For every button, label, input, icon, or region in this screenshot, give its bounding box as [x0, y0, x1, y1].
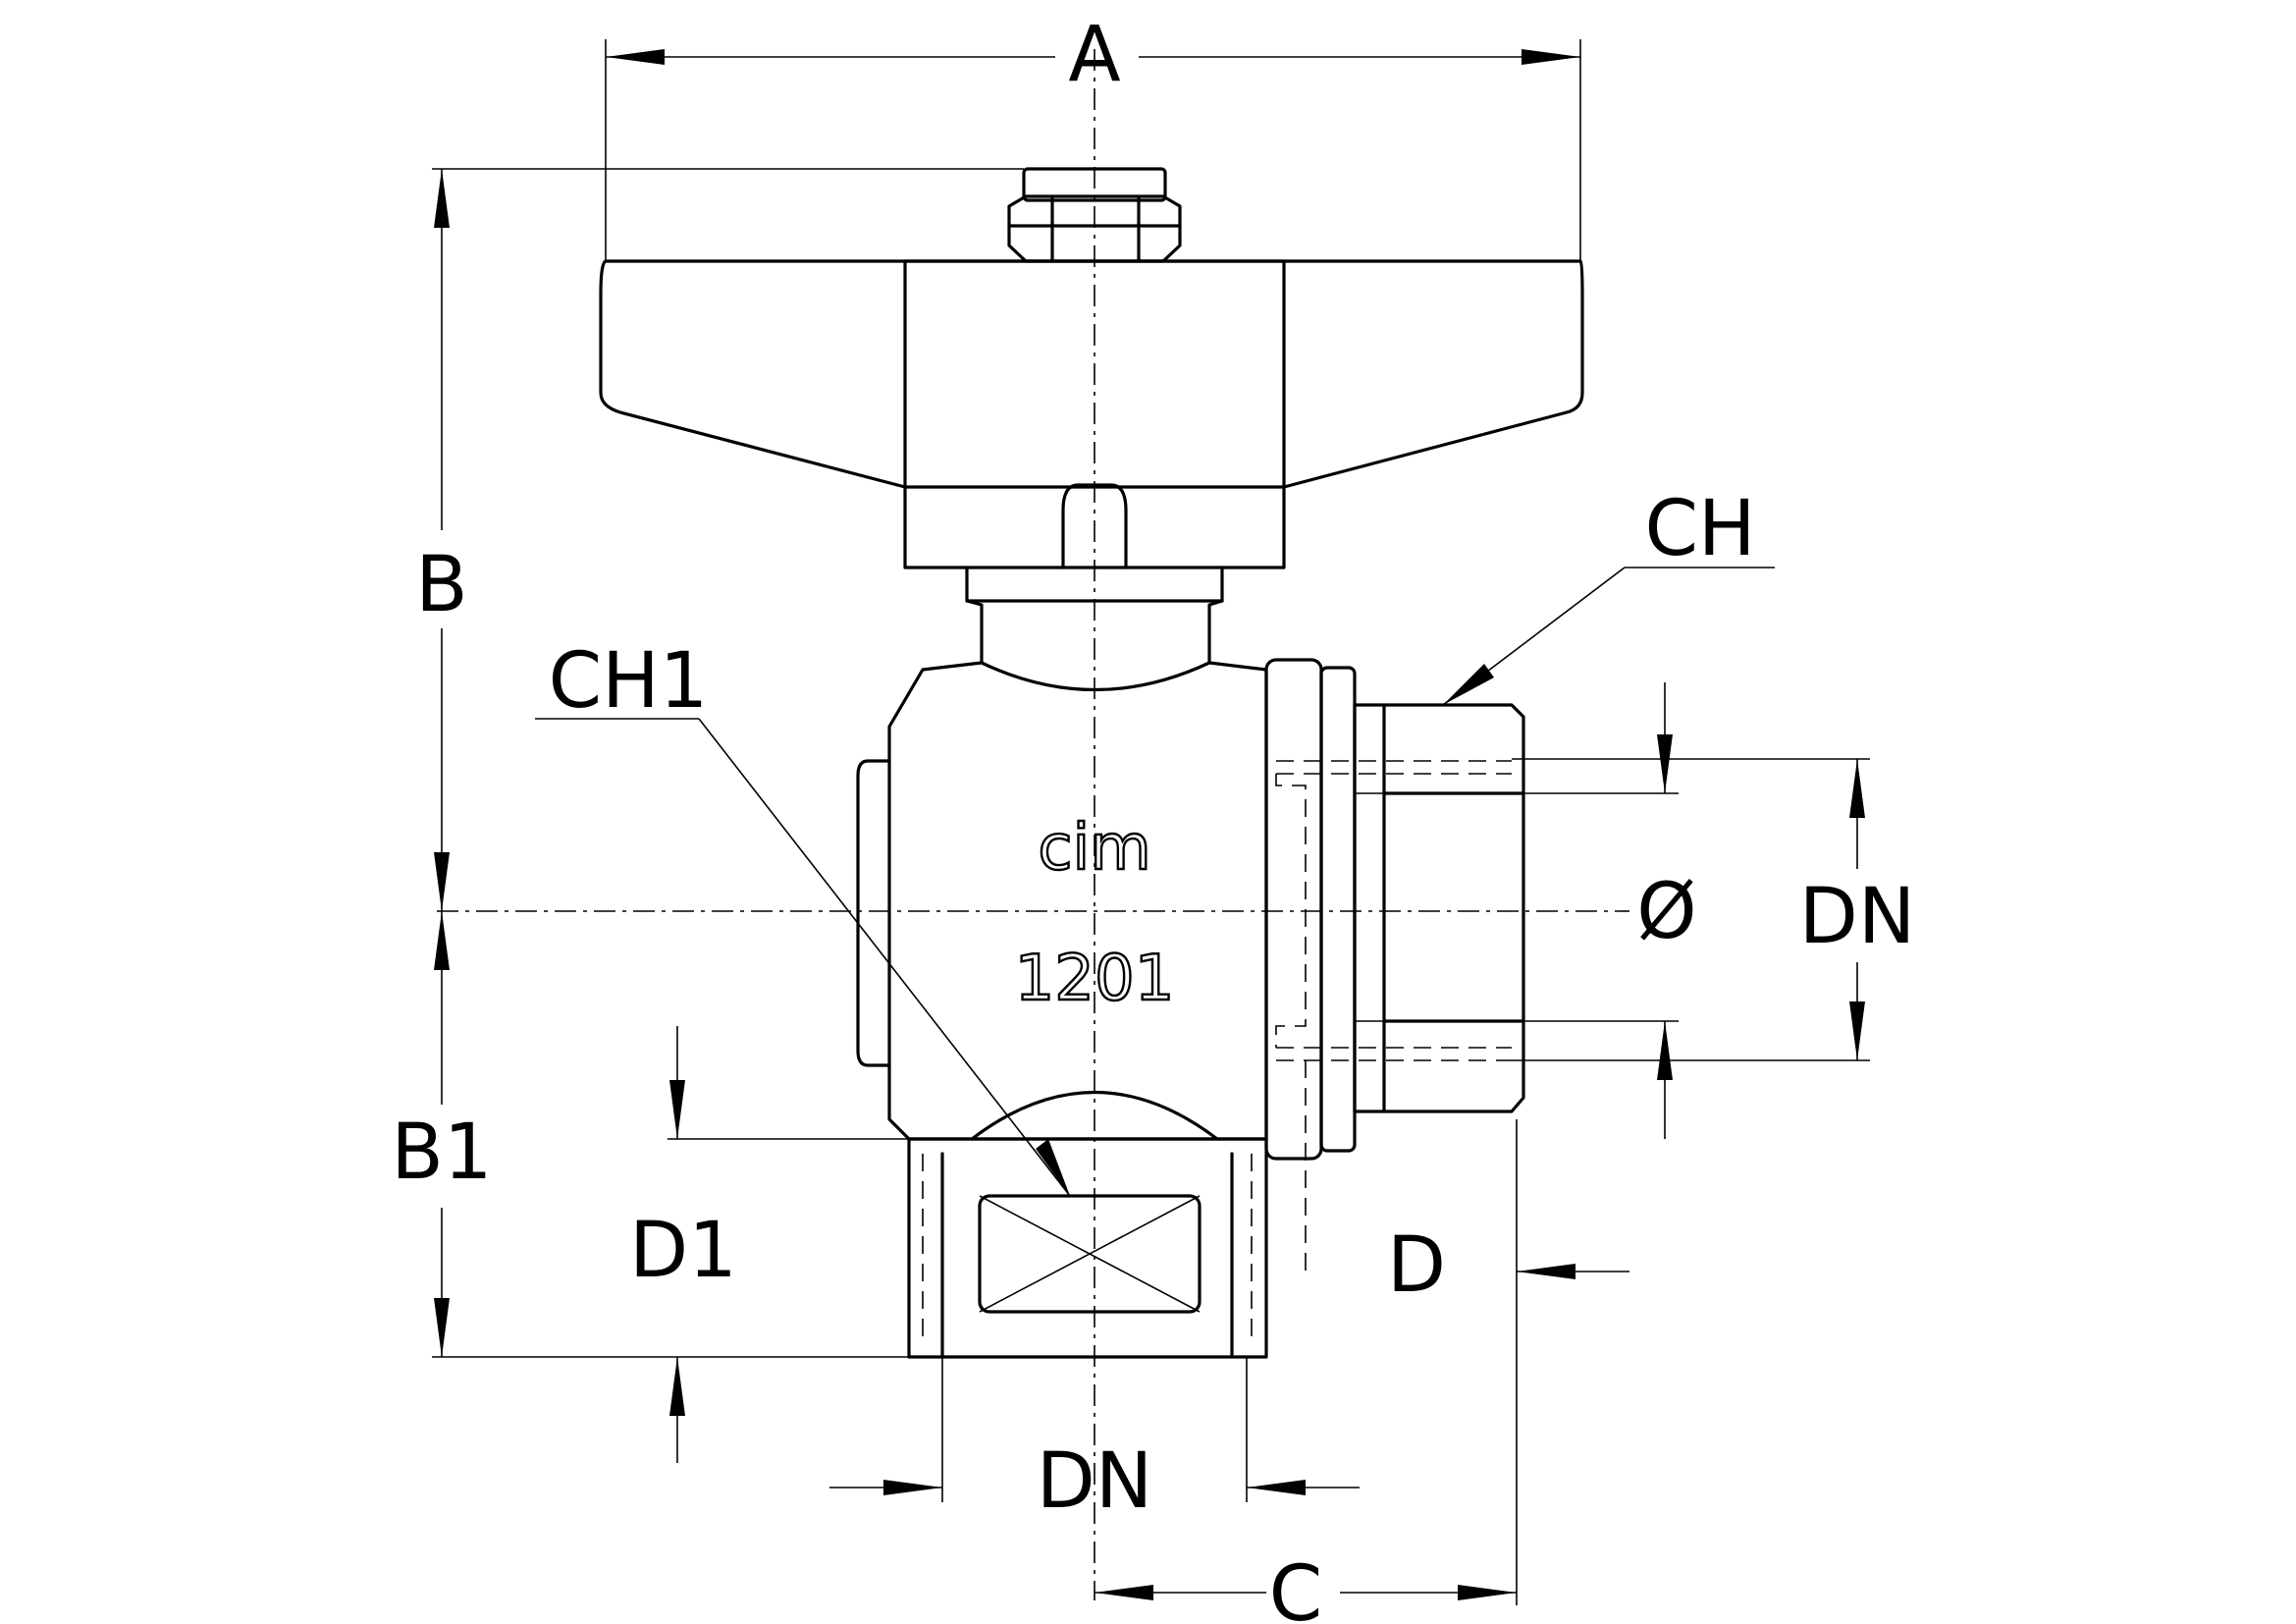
label-d: D	[1387, 1221, 1446, 1310]
model-mark: 1201	[1015, 943, 1175, 1015]
label-dn-side: DN	[1799, 873, 1915, 961]
leader-ch1	[535, 718, 1071, 1197]
dimension-dn-bottom	[829, 1357, 1360, 1502]
label-b1: B1	[391, 1109, 492, 1197]
dimension-d	[1517, 1264, 1629, 1279]
leader-ch	[1442, 567, 1775, 706]
valve-body	[856, 661, 1268, 1141]
dimension-a	[605, 39, 1581, 261]
union-nut	[1264, 658, 1525, 1276]
label-dn-bottom: DN	[1037, 1437, 1152, 1526]
body-markings: cim 1201	[1013, 811, 1175, 1016]
center-lines	[437, 49, 1629, 1600]
label-a: A	[1068, 11, 1120, 99]
label-ch: CH	[1644, 485, 1755, 573]
dimension-b1	[432, 911, 909, 1358]
label-c: C	[1269, 1550, 1322, 1624]
dimension-b	[432, 168, 1024, 911]
label-ch1: CH1	[549, 637, 709, 726]
butterfly-handle	[599, 167, 1584, 569]
dimension-c	[1095, 1119, 1518, 1605]
label-diameter: Ø	[1636, 868, 1696, 956]
label-d1: D1	[629, 1207, 737, 1295]
bottom-port	[907, 1137, 1268, 1359]
stem-neck	[965, 566, 1224, 665]
dimension-d1	[667, 1026, 972, 1463]
label-b: B	[415, 541, 468, 629]
dimension-dn-side	[1512, 758, 1870, 1061]
dimension-diameter	[1355, 682, 1679, 1139]
brand-mark: cim	[1038, 812, 1150, 885]
